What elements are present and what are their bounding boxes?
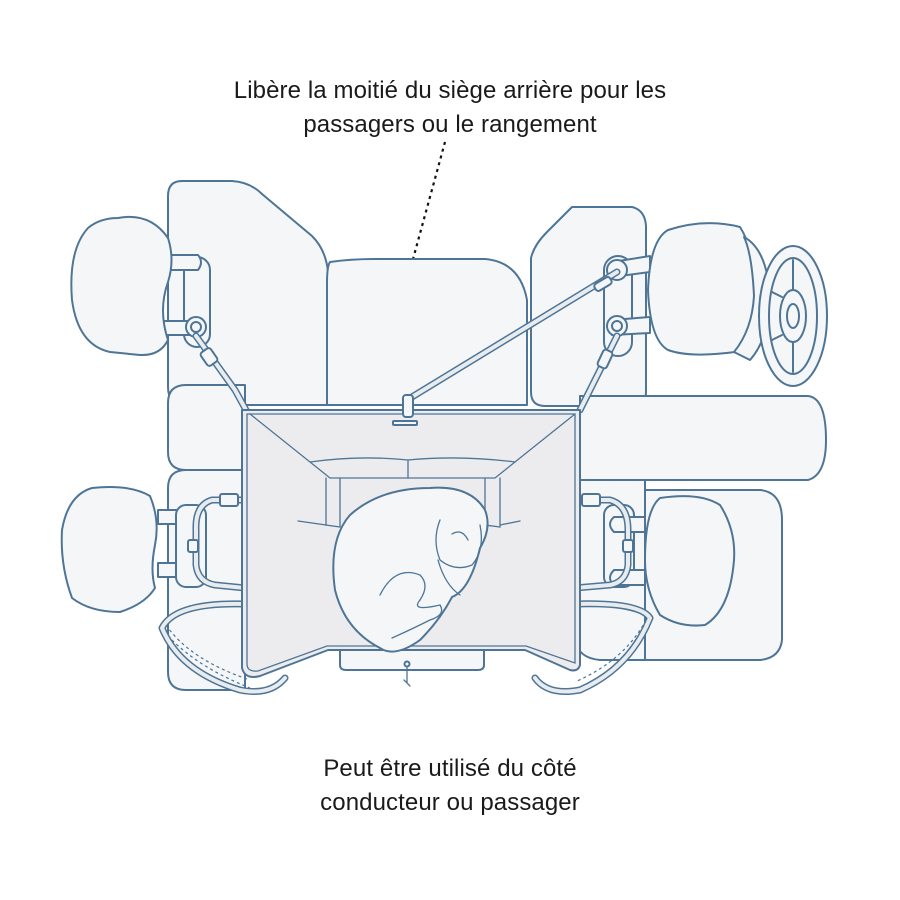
headrest-icon: [644, 495, 736, 627]
headrest-icon: [60, 486, 158, 613]
dog-icon: [332, 486, 489, 653]
buckle-icon: [219, 493, 239, 507]
rear-bench-left-cushion: [167, 384, 246, 471]
right-front-seat: [530, 206, 828, 407]
tether-straps: [158, 268, 654, 695]
rear-bench-back: [326, 258, 528, 406]
rear-bench-right-cushion: [579, 395, 827, 481]
headrest-icon: [647, 222, 757, 356]
left-front-seat: [70, 180, 329, 406]
headrest-icon: [70, 216, 173, 357]
buckle-icon: [581, 493, 601, 507]
caption-top: Libère la moitié du siège arrière pour l…: [233, 77, 667, 138]
steering-wheel-icon: [758, 245, 828, 387]
